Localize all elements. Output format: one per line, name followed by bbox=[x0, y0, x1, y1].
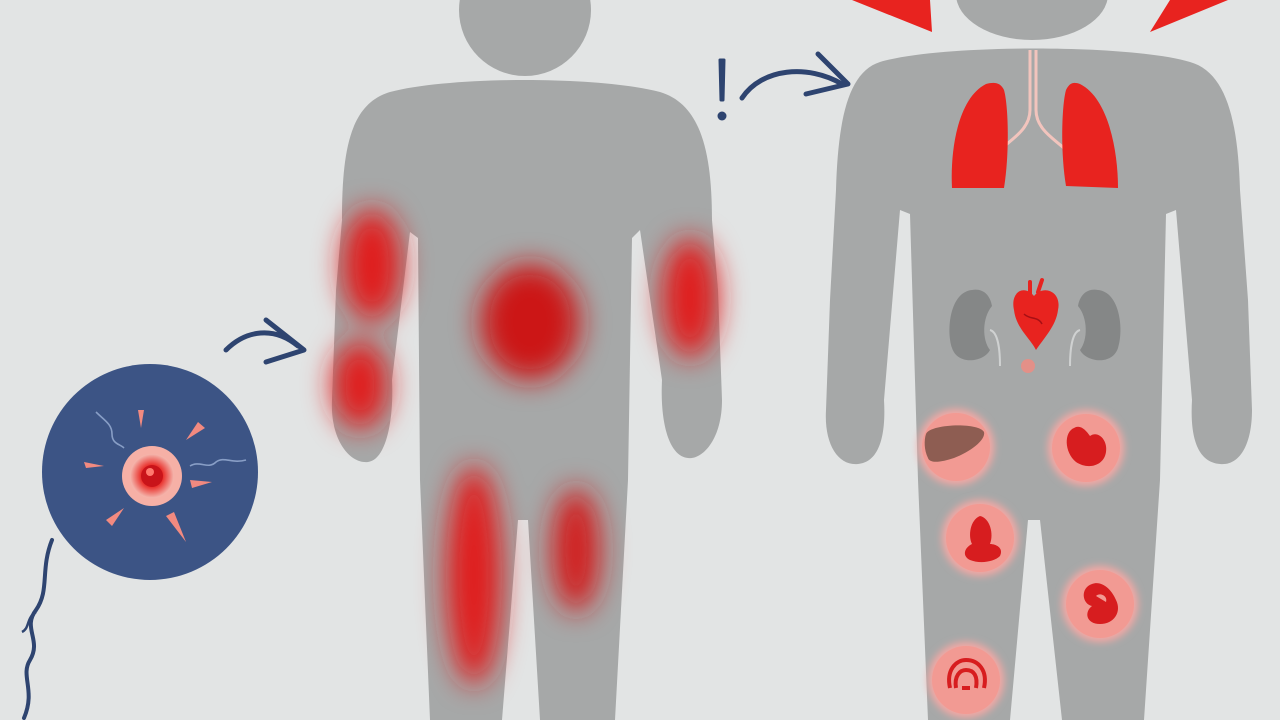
heart-icon bbox=[1013, 278, 1059, 350]
stomach-badge bbox=[1048, 410, 1124, 486]
organ-failure-body-icon bbox=[825, 0, 1252, 720]
arrow-to-organs-icon bbox=[739, 51, 851, 101]
pathogen-cell-icon bbox=[42, 364, 258, 580]
alert-spike-icon bbox=[1150, 0, 1228, 32]
lungs-icon bbox=[951, 82, 1118, 188]
inflamed-body-icon bbox=[331, 0, 722, 720]
intestine-icon bbox=[1083, 583, 1119, 624]
bacteria-strand-icon bbox=[21, 538, 54, 720]
bladder-icon bbox=[947, 657, 987, 690]
alert-spike-icon bbox=[852, 0, 932, 32]
stomach-icon bbox=[1066, 426, 1107, 467]
liver-icon bbox=[924, 425, 985, 462]
arrow-to-body-icon bbox=[223, 317, 307, 365]
inflammation-spot bbox=[332, 209, 718, 685]
pancreas-badge bbox=[942, 500, 1018, 576]
intestine-badge bbox=[1062, 566, 1138, 642]
warning-exclamation-icon bbox=[717, 58, 727, 121]
pancreas-icon bbox=[964, 516, 1002, 563]
bladder-badge bbox=[928, 642, 1004, 718]
kidney-icon bbox=[949, 289, 1121, 367]
liver-badge bbox=[918, 409, 994, 485]
